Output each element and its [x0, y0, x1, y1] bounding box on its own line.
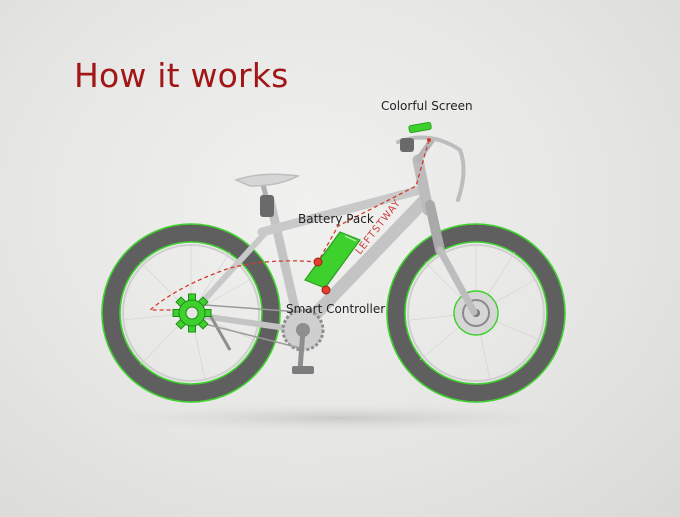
label-battery-pack: Battery Pack	[298, 212, 374, 226]
colorful-screen-icon	[408, 121, 432, 134]
ground-shadow	[100, 404, 580, 432]
label-colorful-screen: Colorful Screen	[381, 99, 473, 113]
drivetrain	[204, 304, 325, 374]
page-title: How it works	[74, 56, 289, 95]
connector-node	[313, 257, 323, 267]
bike-frame: LEFTSTWAY	[192, 135, 478, 335]
label-smart-controller: Smart Controller	[286, 302, 386, 316]
connector-node	[321, 285, 331, 295]
motor-gear-icon	[172, 293, 212, 333]
